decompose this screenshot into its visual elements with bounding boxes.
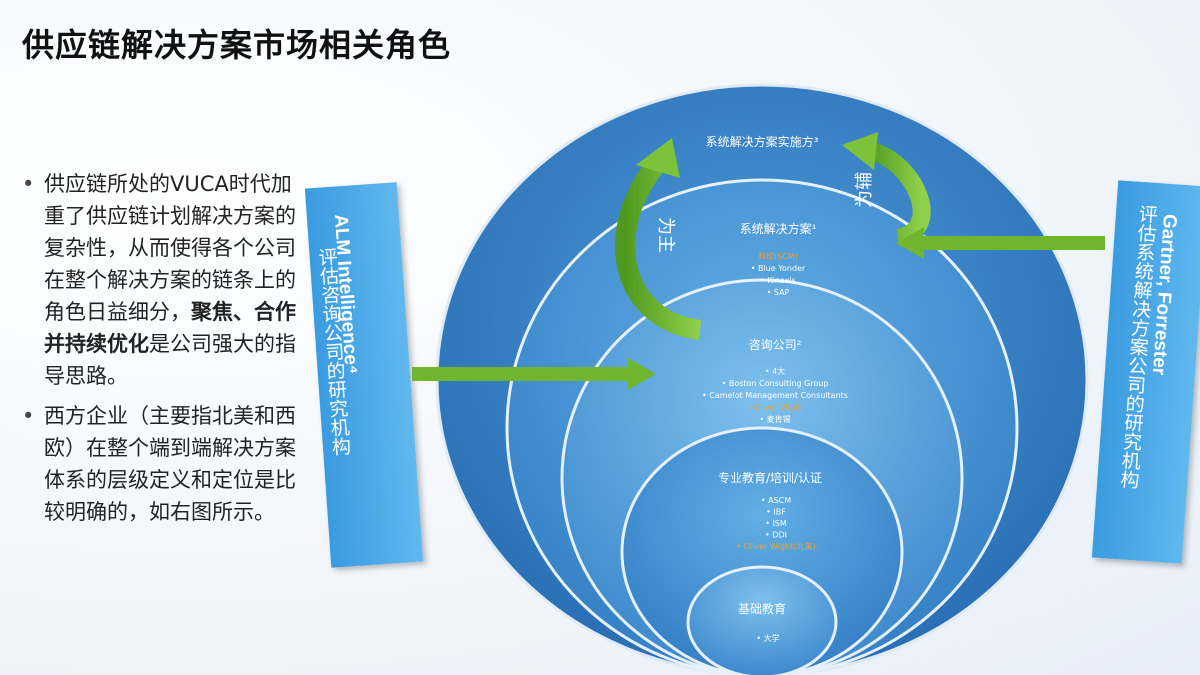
training-title: 专业教育/培训/认证 (718, 470, 822, 485)
bullet-text: 是公司强大的指导思路。 (44, 332, 296, 388)
aux-cycle-arrow (865, 141, 931, 247)
training-item: • Oliver Wight(北美) (737, 541, 816, 551)
bullet-text: 西方企业（主要指北美和西欧）在整个端到端解决方案体系的层级定义和定位是比较明确的… (44, 404, 296, 524)
consulting-items: • 4大 • Boston Consulting Group • Camelot M… (702, 366, 848, 424)
consulting-item: • Boston Consulting Group (722, 379, 829, 388)
training-item: • ASCM (761, 496, 791, 505)
training-item: • IBF (766, 508, 786, 517)
consulting-title: 咨询公司² (749, 337, 802, 352)
implementer-title: 系统解决方案实施方³ (706, 134, 819, 149)
bullet-text: 供应链所处的VUCA时代加重了供应链计划解决方案的复杂性，从而使得各个公司在整个… (44, 172, 296, 324)
training-item: • DDI (765, 531, 787, 540)
consulting-item: • 麦肯锡 (759, 414, 790, 424)
solution-items: 科印(SCM) • Blue Yonder • Kinaxis • SAP (751, 251, 806, 297)
consulting-item: • 4大 (765, 366, 785, 376)
basic-item: • 大学 (756, 633, 779, 643)
solution-item: • SAP (767, 288, 790, 297)
consulting-item: • Oliver Wight (747, 403, 804, 412)
main-cycle-label: 为主 (655, 217, 676, 253)
training-item: • ISM (765, 519, 787, 528)
left-input-arrow (412, 367, 632, 381)
layer-basic (686, 565, 838, 675)
bullet-dot-icon: • (22, 404, 35, 428)
bullet-list: • 供应链所处的VUCA时代加重了供应链计划解决方案的复杂性，从而使得各个公司在… (22, 168, 307, 536)
bullet-item: • 西方企业（主要指北美和西欧）在整个端到端解决方案体系的层级定义和定位是比较明… (22, 400, 307, 528)
solution-item: 科印(SCM) (758, 251, 798, 261)
solution-item: • Kinaxis (760, 276, 796, 285)
main-cycle-arrowhead (636, 138, 680, 178)
right-input-arrowhead (896, 227, 924, 259)
solution-title: 系统解决方案¹ (740, 221, 817, 236)
left-input-arrowhead (628, 358, 656, 390)
consulting-item: • Camelot Management Consultants (702, 391, 848, 400)
main-cycle-arrow (615, 153, 702, 340)
right-input-arrow (920, 236, 1105, 250)
training-items: • ASCM • IBF • ISM • DDI• Oliver Wight(北美) (737, 496, 816, 551)
solution-item: • Blue Yonder (751, 264, 806, 273)
bullet-item: • 供应链所处的VUCA时代加重了供应链计划解决方案的复杂性，从而使得各个公司在… (22, 168, 307, 392)
aux-cycle-arrowhead (842, 132, 878, 170)
bullet-bold-text: 聚焦、合作并持续优化 (44, 300, 296, 356)
basic-title: 基础教育 (738, 601, 786, 616)
page-title: 供应链解决方案市场相关角色 (22, 26, 452, 64)
basic-items: • 大学 (756, 633, 779, 643)
bullet-dot-icon: • (22, 172, 35, 196)
aux-cycle-label: 为辅 (854, 172, 875, 208)
